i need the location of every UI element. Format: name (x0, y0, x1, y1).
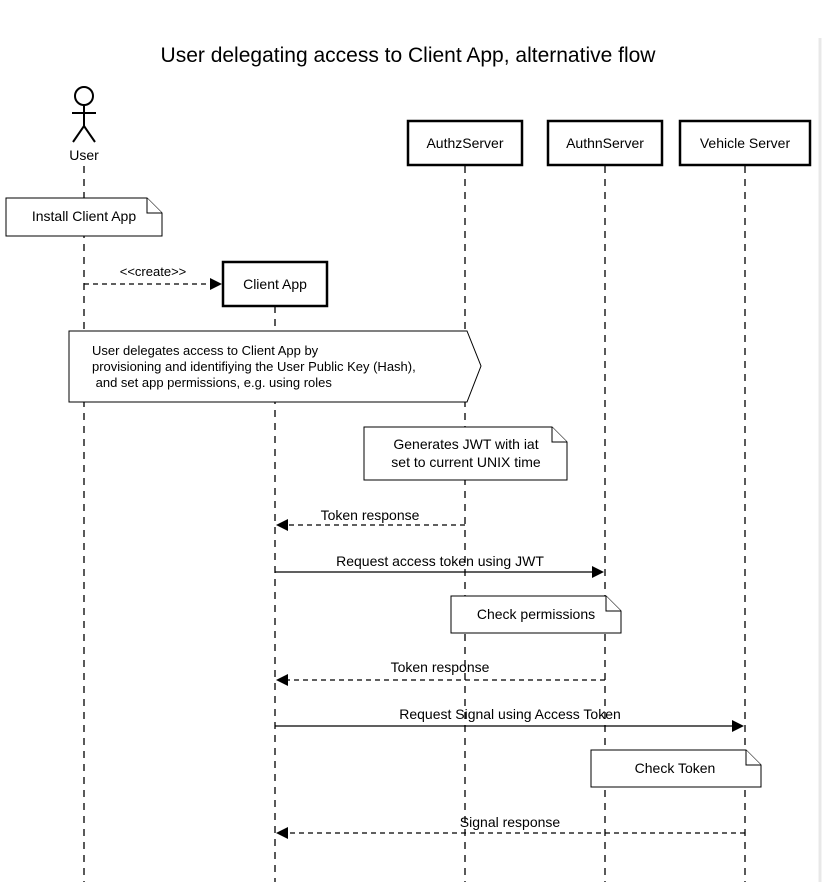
message-request-signal-label: Request Signal using Access Token (399, 706, 621, 722)
note-install-client-app: Install Client App (5, 197, 163, 237)
note-check-permissions: Check permissions (450, 595, 622, 634)
note-generates-jwt: Generates JWT with iat set to current UN… (363, 426, 568, 481)
message-create-label: <<create>> (120, 264, 187, 279)
message-request-access-token-label: Request access token using JWT (336, 553, 544, 569)
message-signal-response-label: Signal response (460, 814, 561, 830)
participant-authn-server-label: AuthnServer (566, 135, 644, 151)
note-jwt-line-2: set to current UNIX time (391, 454, 541, 470)
message-request-signal: Request Signal using Access Token (275, 706, 744, 732)
diagram-title: User delegating access to Client App, al… (161, 44, 657, 67)
message-token-response-2: Token response (276, 659, 605, 686)
message-create-client-app: <<create>> (84, 264, 222, 290)
participant-authn-server: AuthnServer (546, 119, 664, 167)
note-delegate-access: User delegates access to Client App by p… (68, 330, 482, 403)
note-check-token-text: Check Token (635, 760, 716, 776)
participant-client-app-label: Client App (243, 276, 307, 292)
participant-client-app: Client App (221, 260, 329, 308)
note-check-permissions-text: Check permissions (477, 606, 595, 622)
message-signal-response: Signal response (276, 814, 745, 839)
message-token-response-1: Token response (276, 507, 465, 531)
note-delegate-line-1: User delegates access to Client App by (92, 343, 319, 358)
participant-user-label: User (69, 147, 99, 163)
participant-authz-server: AuthzServer (406, 119, 524, 167)
note-check-token: Check Token (590, 749, 762, 788)
note-jwt-line-1: Generates JWT with iat (393, 436, 538, 452)
user-actor-icon (72, 86, 96, 143)
participant-vehicle-server: Vehicle Server (678, 119, 812, 167)
participant-vehicle-server-label: Vehicle Server (700, 135, 791, 151)
participant-authz-server-label: AuthzServer (426, 135, 503, 151)
message-token-response-1-label: Token response (321, 507, 420, 523)
note-delegate-line-3: and set app permissions, e.g. using role… (92, 375, 332, 390)
note-delegate-line-2: provisioning and identifiying the User P… (92, 359, 416, 374)
message-token-response-2-label: Token response (391, 659, 490, 675)
message-request-access-token: Request access token using JWT (275, 553, 604, 578)
note-install-text: Install Client App (32, 208, 136, 224)
